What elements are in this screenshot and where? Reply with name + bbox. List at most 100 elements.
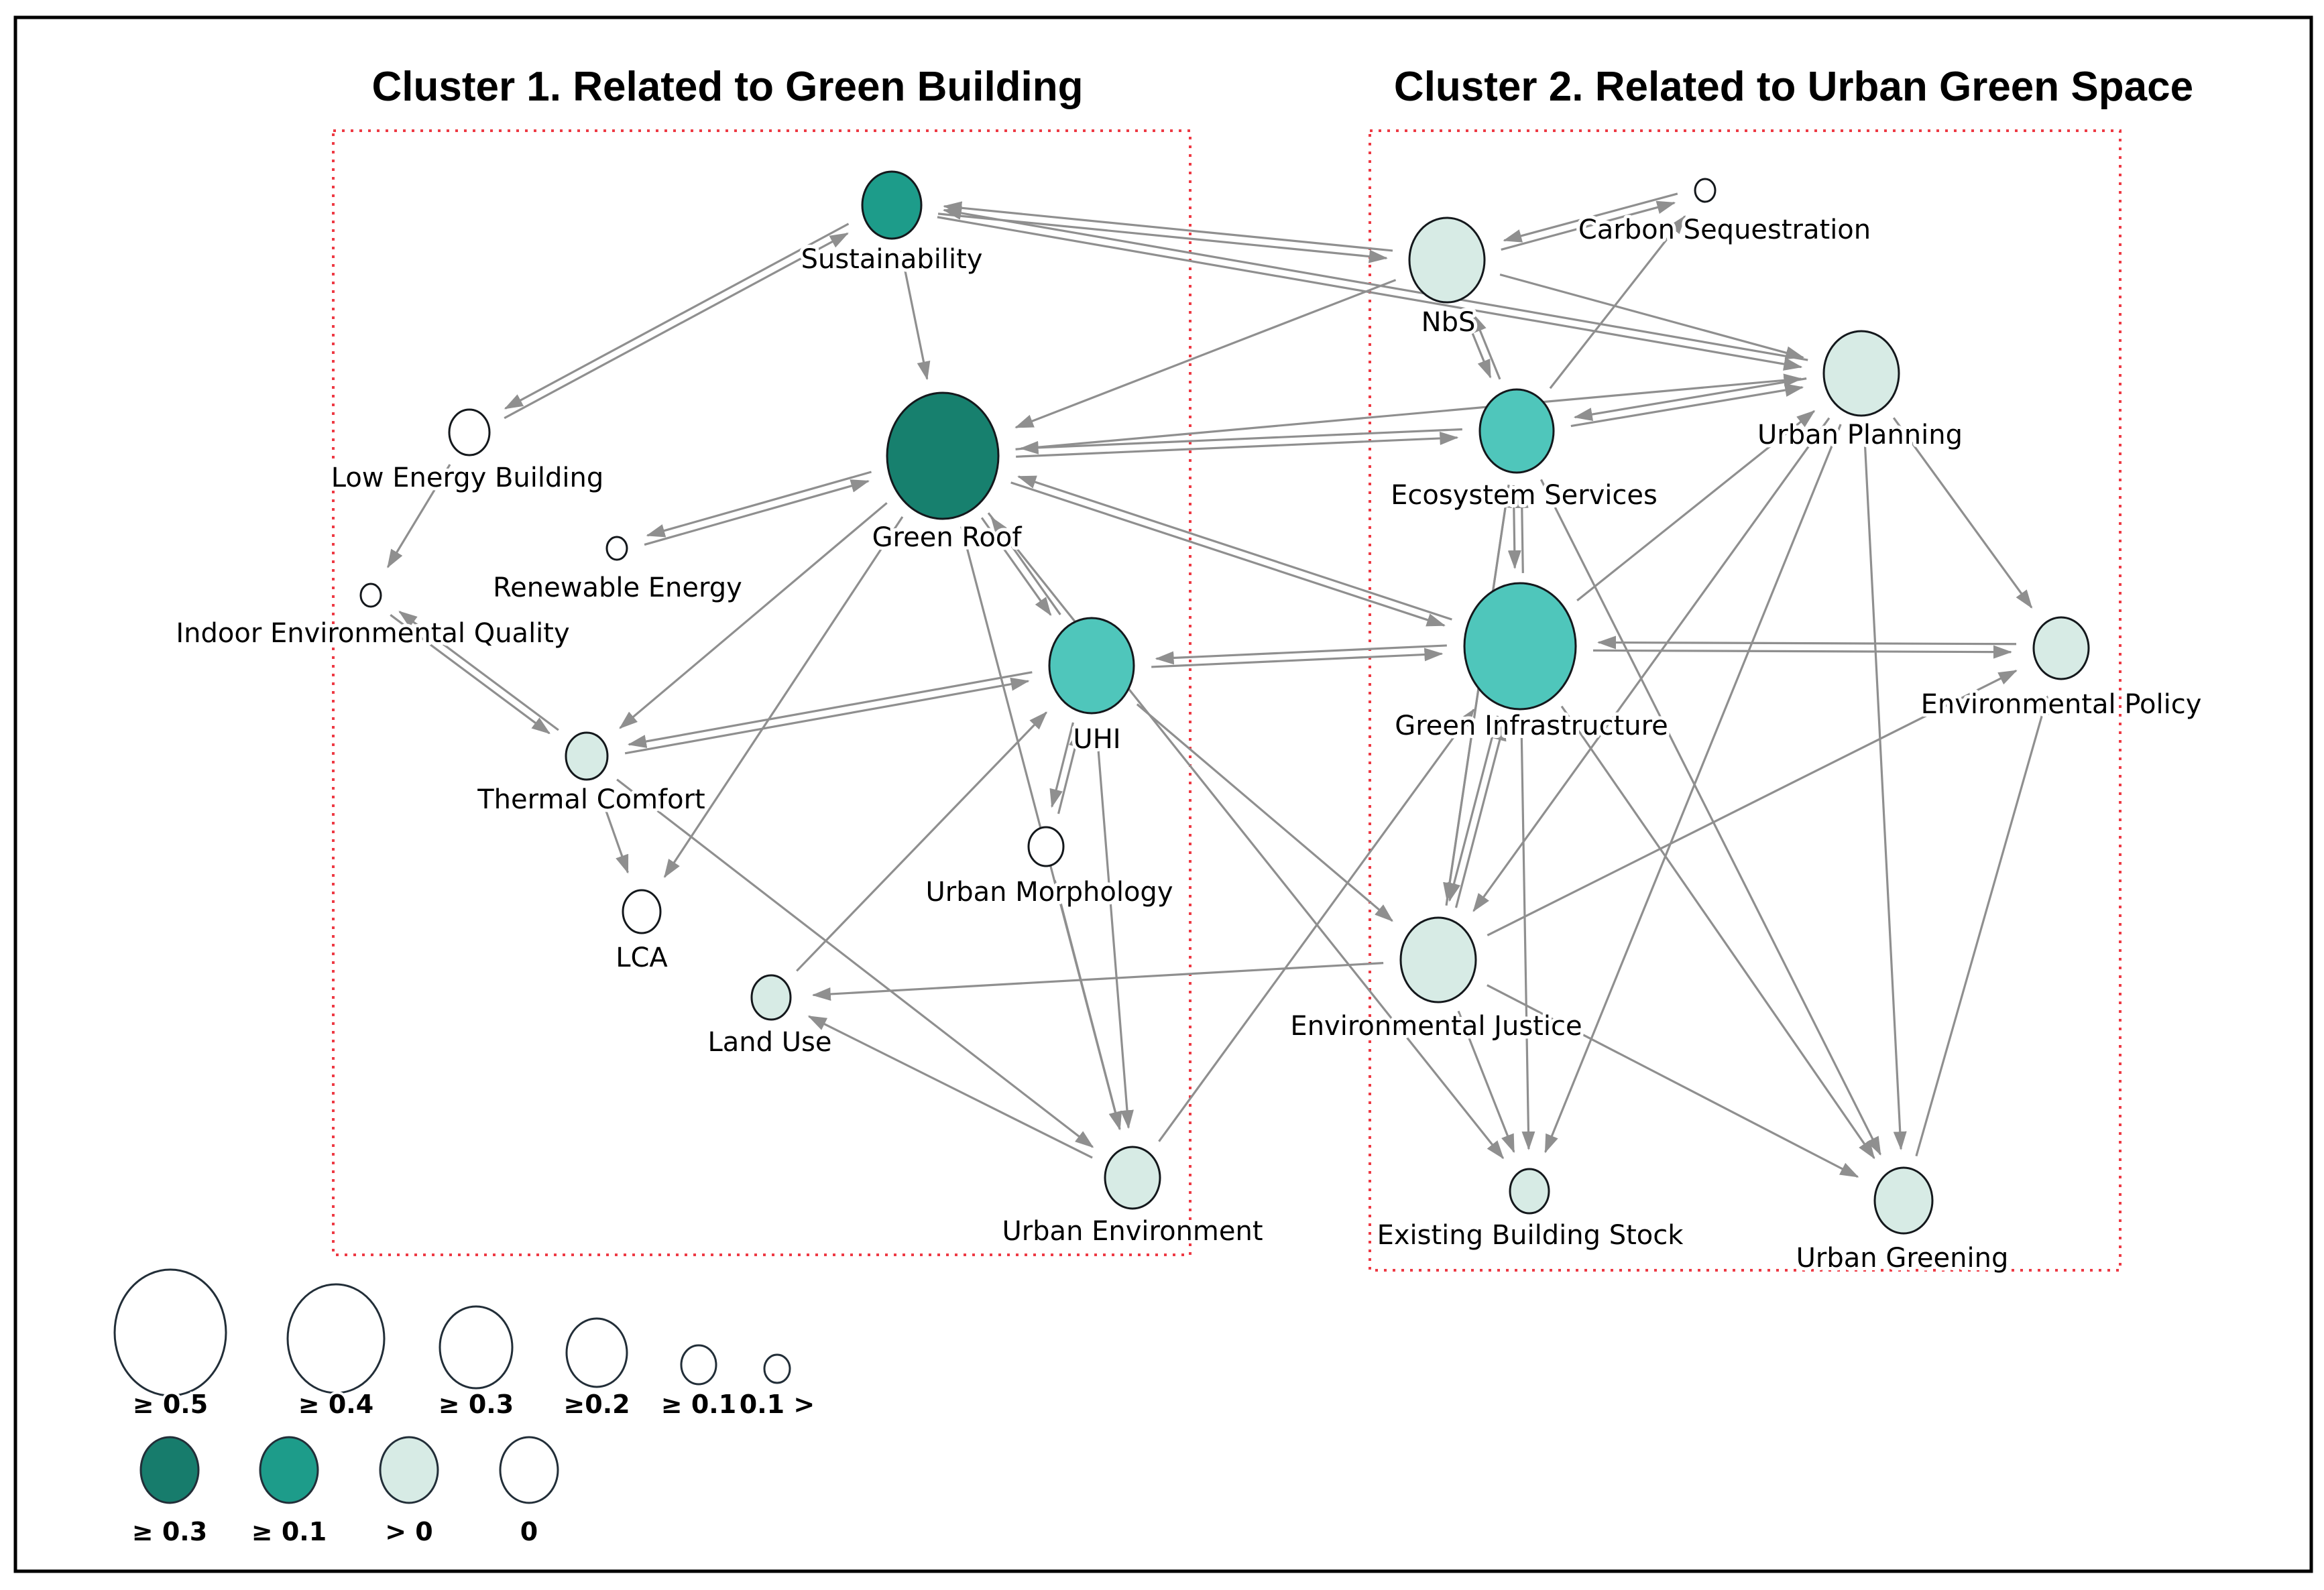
legend-color-circle-1 bbox=[259, 1436, 319, 1504]
edge-thermal-comfort-to-urban-environment bbox=[616, 778, 1094, 1148]
edge-uhi-to-green-roof bbox=[990, 516, 1061, 615]
edge-green-infrastructure-to-environmental-justice bbox=[1447, 715, 1499, 902]
edge-environmental-justice-to-environmental-policy bbox=[1487, 670, 2018, 936]
edge-renewable-energy-to-green-roof bbox=[644, 479, 870, 546]
figure-border bbox=[13, 15, 2313, 1573]
edge-urban-morphology-to-uhi bbox=[1057, 728, 1082, 814]
edge-ecosystem-services-to-carbon-sequestration bbox=[1549, 215, 1686, 389]
node-label-environmental-justice: Environmental Justice bbox=[1290, 1011, 1582, 1042]
node-lca[interactable] bbox=[622, 889, 662, 934]
edge-green-infrastructure-to-uhi bbox=[1155, 644, 1447, 665]
cluster-1-title: Cluster 1. Related to Green Building bbox=[371, 64, 1083, 110]
node-green-roof[interactable] bbox=[886, 391, 1000, 520]
node-label-uhi: UHI bbox=[1073, 724, 1120, 755]
edge-thermal-comfort-to-lca bbox=[598, 792, 629, 874]
edge-urban-planning-to-existing-building-stock bbox=[1544, 424, 1842, 1154]
node-uhi[interactable] bbox=[1048, 617, 1135, 715]
legend-size-circle-4 bbox=[680, 1344, 717, 1386]
node-thermal-comfort[interactable] bbox=[565, 731, 609, 781]
edge-nbs-to-green-roof bbox=[1014, 279, 1397, 429]
node-environmental-policy[interactable] bbox=[2032, 616, 2090, 680]
edge-low-energy-building-to-indoor-environmental-quality bbox=[386, 464, 451, 568]
node-label-urban-planning: Urban Planning bbox=[1757, 420, 1963, 450]
edge-green-roof-to-existing-building-stock bbox=[987, 512, 1504, 1160]
edge-urban-planning-to-urban-greening bbox=[1863, 428, 1907, 1151]
nodes-layer bbox=[359, 170, 2090, 1235]
cluster-2-title: Cluster 2. Related to Urban Green Space bbox=[1394, 64, 2193, 110]
cluster-boxes-layer bbox=[332, 129, 2122, 1272]
edge-environmental-justice-to-land-use bbox=[811, 962, 1384, 1001]
edge-land-use-to-uhi bbox=[796, 711, 1048, 972]
node-label-low-energy-building: Low Energy Building bbox=[331, 463, 604, 493]
node-label-green-roof: Green Roof bbox=[872, 522, 1023, 553]
node-sustainability[interactable] bbox=[861, 170, 923, 240]
edge-indoor-environmental-quality-to-thermal-comfort bbox=[390, 614, 550, 735]
edge-environmental-justice-to-green-infrastructure bbox=[1454, 721, 1507, 908]
edge-low-energy-building-to-sustainability bbox=[504, 232, 849, 420]
node-carbon-sequestration[interactable] bbox=[1694, 178, 1717, 203]
edge-ecosystem-services-to-green-infrastructure bbox=[1507, 485, 1521, 570]
edge-urban-environment-to-land-use bbox=[807, 1015, 1093, 1159]
node-land-use[interactable] bbox=[750, 974, 792, 1021]
edge-green-roof-to-thermal-comfort bbox=[619, 502, 888, 729]
edge-nbs-to-sustainability bbox=[943, 201, 1393, 252]
edge-ecosystem-services-to-green-roof bbox=[1019, 428, 1462, 454]
legend-size-circle-1 bbox=[286, 1283, 386, 1394]
legend-color-circle-0 bbox=[139, 1436, 200, 1504]
legend-size-label-3: ≥0.2 bbox=[563, 1390, 630, 1419]
edge-nbs-to-urban-planning bbox=[1499, 273, 1805, 360]
edge-green-infrastructure-to-environmental-policy bbox=[1592, 645, 2012, 659]
edge-green-infrastructure-to-urban-greening bbox=[1560, 705, 1875, 1160]
edge-urban-environment-to-green-infrastructure bbox=[1158, 708, 1475, 1142]
edge-green-roof-to-urban-planning bbox=[1015, 373, 1803, 450]
legend-size-label-1: ≥ 0.4 bbox=[298, 1390, 373, 1419]
edge-thermal-comfort-to-uhi bbox=[624, 677, 1030, 755]
legend-size-label-0: ≥ 0.5 bbox=[133, 1390, 208, 1419]
legend-size-label-2: ≥ 0.3 bbox=[439, 1390, 514, 1419]
node-renewable-energy[interactable] bbox=[605, 536, 628, 561]
edge-urban-planning-to-environmental-policy bbox=[1892, 417, 2033, 609]
edge-environmental-justice-to-urban-greening bbox=[1487, 984, 1859, 1178]
node-urban-morphology[interactable] bbox=[1027, 826, 1065, 867]
node-label-ecosystem-services: Ecosystem Services bbox=[1391, 480, 1658, 511]
edge-sustainability-to-low-energy-building bbox=[504, 223, 850, 410]
node-urban-environment[interactable] bbox=[1104, 1146, 1161, 1210]
edge-sustainability-to-urban-planning bbox=[937, 216, 1803, 371]
edge-sustainability-to-green-roof bbox=[900, 251, 931, 381]
node-nbs[interactable] bbox=[1408, 217, 1486, 304]
node-label-thermal-comfort: Thermal Comfort bbox=[477, 784, 705, 815]
edge-carbon-sequestration-to-nbs bbox=[1503, 192, 1678, 243]
node-label-renewable-energy: Renewable Energy bbox=[493, 572, 742, 603]
node-urban-planning[interactable] bbox=[1822, 330, 1900, 417]
node-ecosystem-services[interactable] bbox=[1478, 388, 1555, 474]
legend-color-circle-3 bbox=[499, 1436, 559, 1504]
cluster-1-box bbox=[332, 129, 1192, 1256]
node-urban-greening[interactable] bbox=[1873, 1166, 1934, 1235]
node-label-lca: LCA bbox=[616, 942, 668, 973]
edge-urban-planning-to-environmental-justice bbox=[1472, 417, 1831, 912]
legend-size-circle-2 bbox=[439, 1305, 514, 1390]
node-existing-building-stock[interactable] bbox=[1509, 1168, 1550, 1215]
legend-size-circle-0 bbox=[113, 1268, 227, 1397]
node-label-sustainability: Sustainability bbox=[801, 244, 983, 275]
legend-color-label-1: ≥ 0.1 bbox=[251, 1517, 327, 1546]
legend-size-label-4: ≥ 0.1 bbox=[661, 1390, 736, 1419]
node-label-carbon-sequestration: Carbon Sequestration bbox=[1578, 215, 1871, 245]
edge-uhi-to-green-infrastructure bbox=[1151, 648, 1444, 668]
node-environmental-justice[interactable] bbox=[1399, 916, 1477, 1003]
node-label-existing-building-stock: Existing Building Stock bbox=[1377, 1220, 1684, 1251]
edge-environmental-justice-to-existing-building-stock bbox=[1457, 1010, 1515, 1154]
edge-green-infrastructure-to-urban-planning bbox=[1576, 410, 1816, 602]
node-label-land-use: Land Use bbox=[708, 1027, 832, 1058]
node-low-energy-building[interactable] bbox=[448, 408, 491, 456]
node-green-infrastructure[interactable] bbox=[1463, 582, 1577, 711]
edge-urban-greening-to-environmental-policy bbox=[1915, 695, 2049, 1157]
legend-color-label-0: ≥ 0.3 bbox=[132, 1517, 207, 1546]
legend-color-label-2: > 0 bbox=[385, 1517, 433, 1546]
legend-size-circle-5 bbox=[763, 1353, 791, 1384]
edge-uhi-to-environmental-justice bbox=[1136, 703, 1393, 922]
edge-green-roof-to-lca bbox=[663, 516, 904, 878]
node-indoor-environmental-quality[interactable] bbox=[359, 583, 382, 608]
